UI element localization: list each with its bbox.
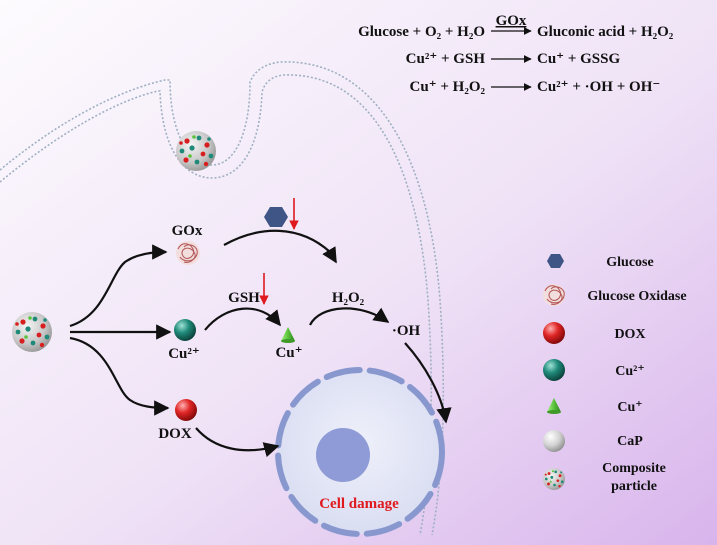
legend-dox-label: DOX [614,327,645,342]
h2o2-label: H₂O₂ [332,290,365,306]
dox-sphere [175,399,197,421]
legend-glucose-label: Glucose [606,255,653,270]
oh-label: ·OH [392,323,421,339]
cu1-cone-icon [547,398,561,412]
legend: Glucose Glucose Oxidase DOX Cu²⁺ Cu⁺ CaP… [543,254,687,494]
gsh-label: GSH [228,290,260,306]
cu2-label: Cu²⁺ [168,346,200,362]
legend-cap-label: CaP [617,434,643,449]
arrow-cu2-to-cu1 [204,307,281,331]
cu2-sphere [174,319,196,341]
arrow-dox-to-nucleus [195,427,280,458]
gox-label: GOx [172,223,203,239]
gox-squiggle-icon [177,243,198,263]
pathway-arrows [69,229,452,458]
cu1-label: Cu⁺ [275,345,302,361]
glucose-hexagon-icon [547,254,564,268]
endocytosed-composite-particle [176,131,216,171]
legend-cu2-label: Cu²⁺ [615,364,644,379]
cap-sphere-icon [543,430,565,452]
equation-2-right: Cu⁺ + GSSG [537,51,620,67]
legend-cu1-label: Cu⁺ [617,400,642,415]
reaction-equations: Glucose + O₂ + H₂O GOx Gluconic acid + H… [358,13,674,95]
arrow-gox-to-h2o2 [223,229,337,264]
equation-1-catalyst: GOx [496,13,527,29]
dox-label: DOX [158,426,192,442]
equation-3-left: Cu⁺ + H₂O₂ [410,79,486,95]
composite-particle [12,312,52,352]
dox-sphere-icon [543,322,565,344]
cell-damage-label: Cell damage [319,496,399,512]
arrow-to-dox [69,336,170,416]
glucose-hexagon [264,207,288,227]
cu2-sphere-icon [543,359,565,381]
cu1-cone [281,327,295,341]
equation-3-right: Cu²⁺ + ·OH + OH⁻ [537,79,660,95]
arrow-to-gox [69,244,168,328]
equation-1-right: Gluconic acid + H₂O₂ [537,24,674,40]
cell-membrane [0,61,445,536]
arrow-oh-to-nucleus [404,342,452,424]
legend-composite-label-line2: particle [611,479,657,494]
legend-composite-label-line1: Composite [602,461,666,476]
equation-2-left: Cu²⁺ + GSH [406,51,486,67]
composite-particle-icon [543,468,565,490]
nucleolus [316,428,370,482]
equation-1-left: Glucose + O₂ + H₂O [358,24,485,40]
arrow-cu1-to-oh [309,307,390,326]
cell-nucleus [275,367,445,537]
legend-gox-label: Glucose Oxidase [587,289,686,304]
